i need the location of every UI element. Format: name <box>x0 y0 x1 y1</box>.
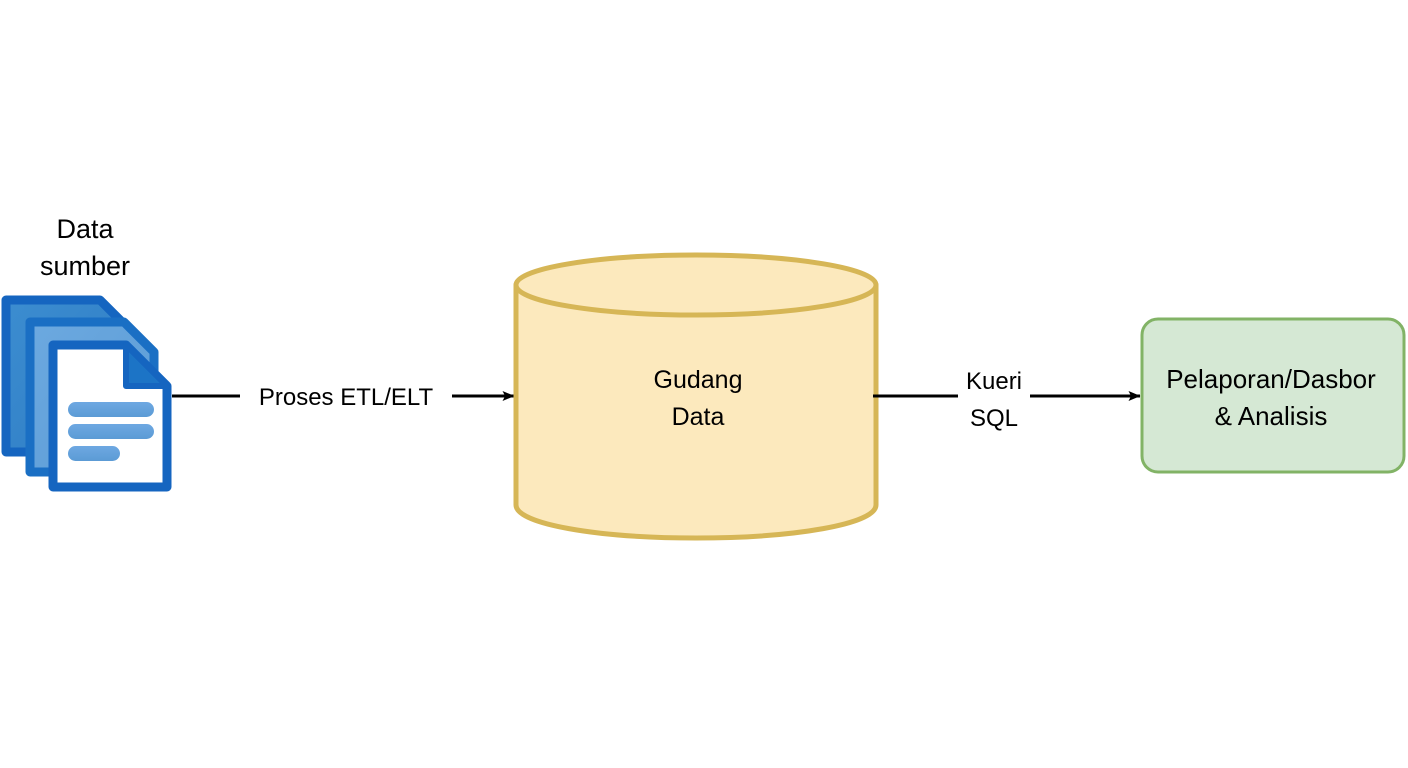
data-warehouse-node[interactable]: Gudang Data <box>513 252 879 541</box>
data-warehouse-label-line-2: Data <box>672 403 725 431</box>
data-warehouse-label-line-1: Gudang <box>654 366 743 394</box>
data-sources-label-line-1: Data <box>56 214 114 244</box>
data-sources-node[interactable]: Data sumber <box>1 214 172 492</box>
document-front-icon <box>48 340 172 492</box>
document-text-line-1 <box>68 402 154 417</box>
document-text-line-3 <box>68 446 120 461</box>
etl-edge-label: Proses ETL/ELT <box>259 384 434 411</box>
sql-edge-label-line-2: SQL <box>970 405 1018 432</box>
cylinder-top-ellipse <box>513 252 879 318</box>
reporting-label-line-2: & Analisis <box>1215 401 1328 431</box>
data-sources-label-line-2: sumber <box>40 251 130 281</box>
document-text-line-2 <box>68 424 154 439</box>
cylinder-body <box>513 282 879 541</box>
reporting-node[interactable]: Pelaporan/Dasbor & Analisis <box>1140 317 1406 474</box>
sql-edge[interactable]: Kueri SQL <box>873 368 1141 432</box>
reporting-label-line-1: Pelaporan/Dasbor <box>1166 364 1376 394</box>
reporting-box <box>1140 317 1406 474</box>
etl-edge[interactable]: Proses ETL/ELT <box>172 384 515 411</box>
sql-edge-label-line-1: Kueri <box>966 368 1022 395</box>
